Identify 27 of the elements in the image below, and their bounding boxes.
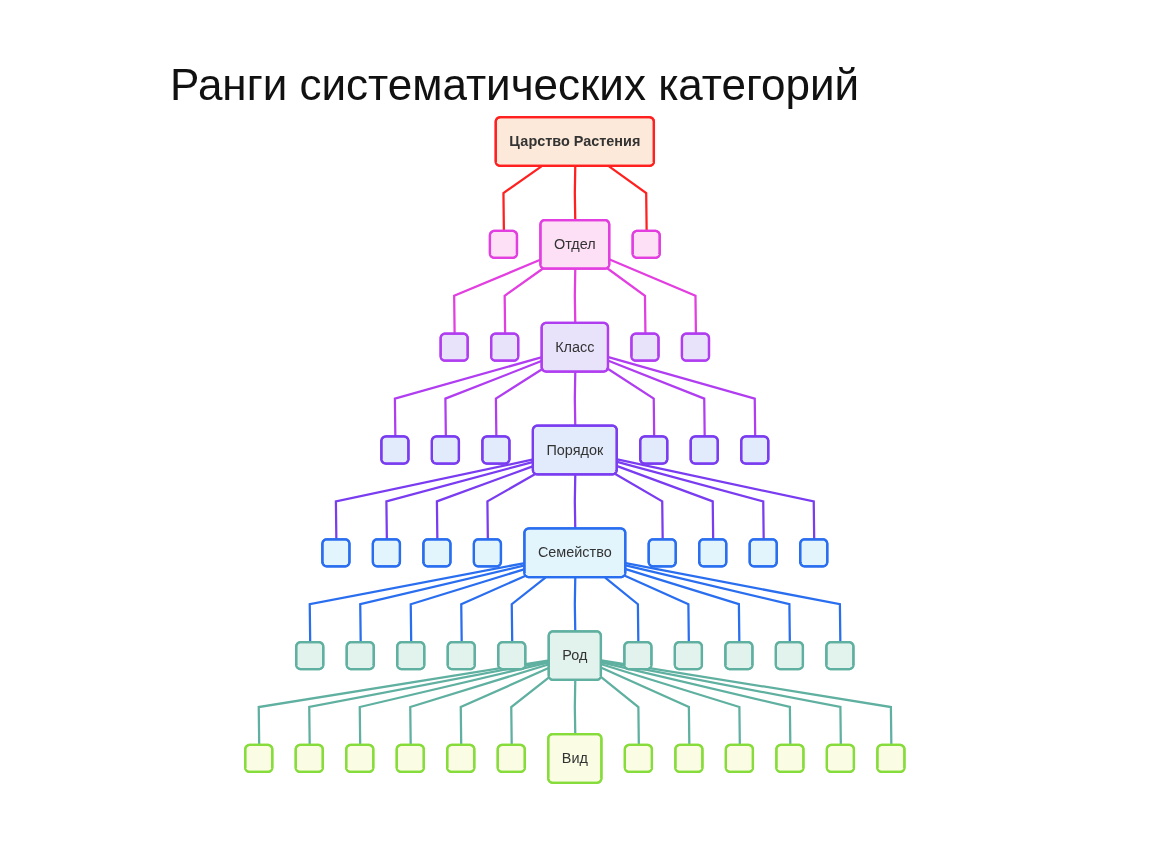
connector [435,465,534,540]
connector [617,458,816,540]
connector [359,564,526,643]
connector [607,368,656,437]
connector [614,473,664,540]
connector [308,561,526,643]
connector [444,359,543,437]
connector [409,567,526,643]
connector [573,577,577,632]
title: Ранги систематических категорий [170,60,860,110]
connector [624,574,691,643]
connector [608,359,706,437]
connector [617,465,715,540]
connector [625,567,741,643]
connector [460,574,527,643]
connector [334,458,534,540]
connector [494,368,544,437]
connector [625,561,842,643]
connector [393,356,543,437]
connector [608,356,757,437]
connector [625,564,792,643]
connector [617,460,765,540]
connector [573,474,577,529]
connector [385,460,534,540]
connector [573,680,577,735]
connector [573,166,577,221]
connector [486,473,536,540]
